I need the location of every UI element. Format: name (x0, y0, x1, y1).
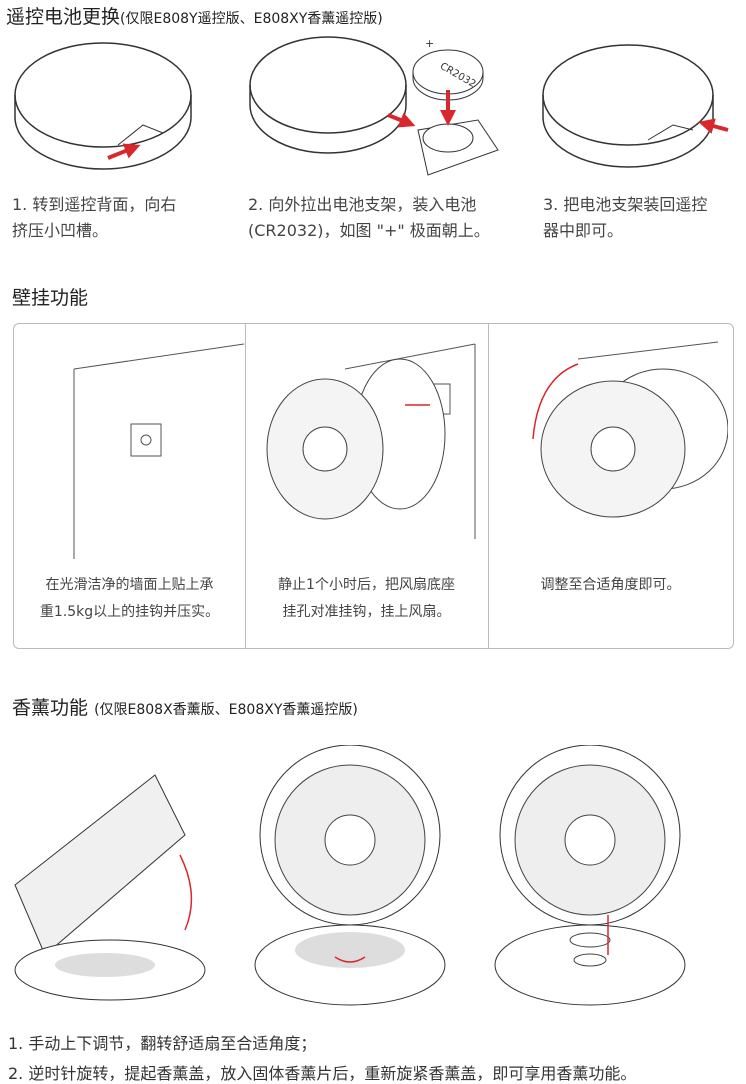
wall-step-1: 在光滑洁净的墙面上贴上承重1.5kg以上的挂钩并压实。 (14, 324, 246, 648)
wall-mount-panel: 在光滑洁净的墙面上贴上承重1.5kg以上的挂钩并压实。 静止1个小时后，把风扇底… (13, 323, 734, 649)
remote-step-3: 3. 把电池支架装回遥控器中即可。 (543, 195, 708, 240)
battery-plus-sign: + (425, 37, 435, 50)
remote-step-2: 2. 向外拉出电池支架，装入电池(CR2032)，如图 "+" 极面朝上。 (248, 195, 490, 240)
aroma-step-flip-illustration (14, 774, 206, 1001)
arrow-icon (107, 143, 141, 160)
remote-step-1: 1. 转到遥控背面，向右挤压小凹槽。 (12, 195, 177, 240)
aroma-step-lift-illustration (494, 745, 686, 1006)
wall-section-title: 壁挂功能 (12, 287, 89, 309)
aroma-step-1: 1. 手动上下调节，翻转舒适扇至合适角度； (8, 1034, 317, 1053)
remote-back-illustration (14, 42, 192, 170)
aroma-step-2: 2. 逆时针旋转，提起香薰盖，放入固体香薰片后，重新旋紧香薰盖，即可享用香薰功能… (8, 1064, 637, 1083)
aroma-section-title: 香薰功能 (仅限E808X香薰版、E808XY香薰遥控版) (12, 697, 358, 719)
wall-step-3: 调整至合适角度即可。 (488, 324, 733, 648)
battery-insert-illustration (249, 36, 499, 176)
remote-section-title: 遥控电池更换(仅限E808Y遥控版、E808XY香薰遥控版) (6, 6, 383, 28)
wall-step-2: 静止1个小时后，把风扇底座挂孔对准挂钩，挂上风扇。 (245, 324, 489, 648)
aroma-step-rotate-illustration (254, 745, 446, 1006)
remote-reassembled-illustration (542, 44, 729, 168)
